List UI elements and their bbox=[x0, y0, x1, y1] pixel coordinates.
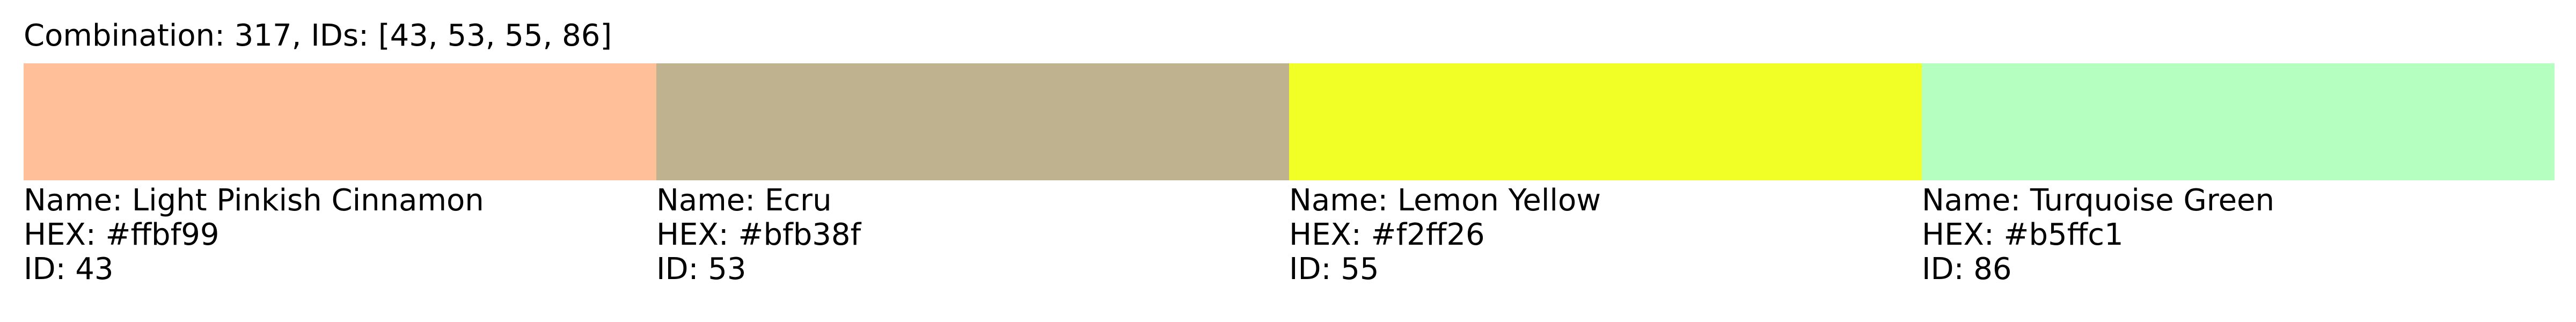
color-swatch bbox=[24, 63, 656, 180]
color-hex-label: HEX: #ffbf99 bbox=[24, 217, 219, 252]
color-id-label: ID: 43 bbox=[24, 252, 114, 287]
color-swatch-strip bbox=[24, 63, 2555, 180]
color-swatch bbox=[1922, 63, 2555, 180]
color-info-block: Name: Lemon Yellow HEX: #f2ff26 ID: 55 bbox=[1289, 180, 1922, 287]
color-name-label: Name: Ecru bbox=[656, 183, 832, 218]
color-id-label: ID: 86 bbox=[1922, 252, 2012, 287]
color-id-label: ID: 53 bbox=[656, 252, 747, 287]
color-hex-label: HEX: #bfb38f bbox=[656, 217, 861, 252]
color-swatch bbox=[1289, 63, 1922, 180]
color-info-block: Name: Turquoise Green HEX: #b5ffc1 ID: 8… bbox=[1922, 180, 2555, 287]
color-name-label: Name: Lemon Yellow bbox=[1289, 183, 1601, 218]
color-hex-label: HEX: #b5ffc1 bbox=[1922, 217, 2124, 252]
color-info-block: Name: Light Pinkish Cinnamon HEX: #ffbf9… bbox=[24, 180, 656, 287]
color-info-block: Name: Ecru HEX: #bfb38f ID: 53 bbox=[656, 180, 1289, 287]
color-swatch bbox=[656, 63, 1289, 180]
color-name-label: Name: Turquoise Green bbox=[1922, 183, 2274, 218]
combination-title: Combination: 317, IDs: [43, 53, 55, 86] bbox=[24, 18, 612, 53]
color-id-label: ID: 55 bbox=[1289, 252, 1379, 287]
color-labels: Name: Light Pinkish Cinnamon HEX: #ffbf9… bbox=[24, 180, 2555, 287]
color-hex-label: HEX: #f2ff26 bbox=[1289, 217, 1485, 252]
color-name-label: Name: Light Pinkish Cinnamon bbox=[24, 183, 484, 218]
